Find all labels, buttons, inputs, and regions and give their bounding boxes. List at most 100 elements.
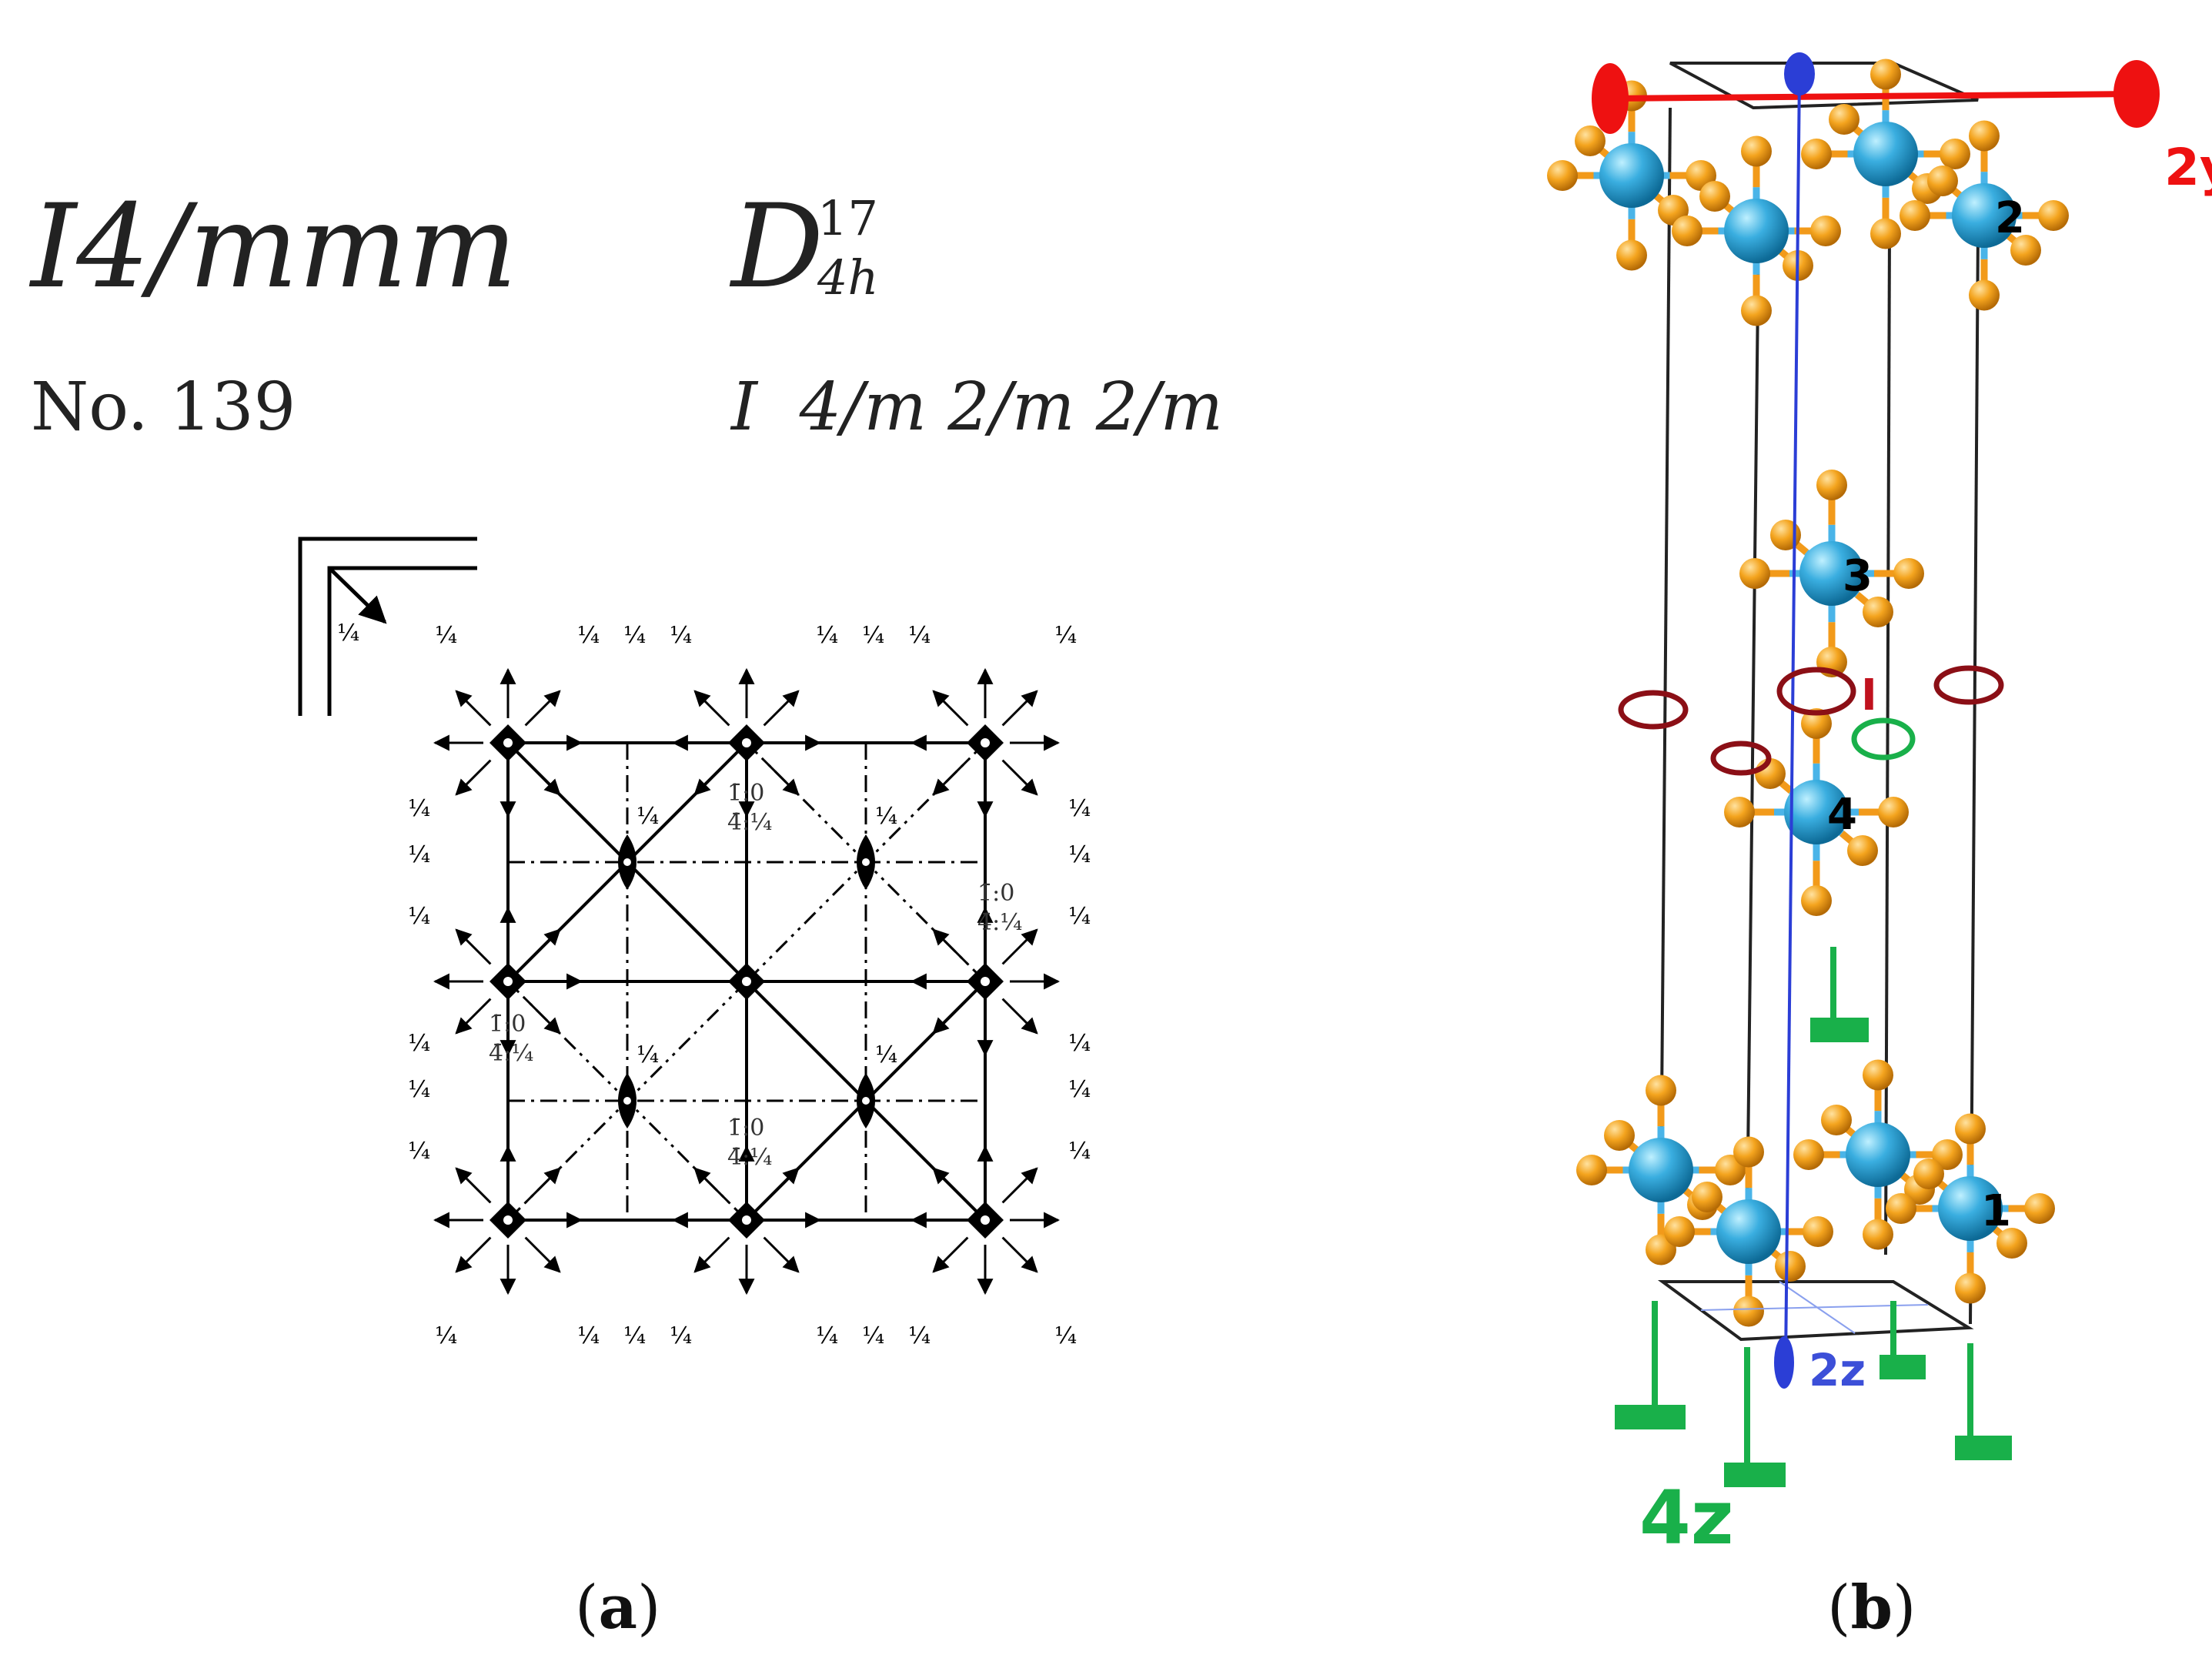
quarter-height-label: ¼ [862, 1322, 884, 1349]
twofold-axis-arrow [1001, 928, 1038, 965]
twofold-symbol-right [2113, 60, 2160, 128]
label-2z: 2z [1809, 1344, 1866, 1396]
quarter-height-label: ¼ [1054, 1322, 1077, 1349]
quarter-height-label: ¼ [408, 841, 430, 868]
ligand-atom [1741, 135, 1772, 167]
space-group-number: No. 139 [31, 369, 296, 446]
unit-cell-edge [1659, 107, 1672, 1194]
quarter-height-label: ¼ [1054, 622, 1077, 649]
twofold-axis-arrow [1001, 1167, 1038, 1204]
ligand-atom [1932, 1139, 1963, 1170]
quarter-height-label: ¼ [670, 622, 692, 649]
quarter-height-label: ¼ [408, 903, 430, 930]
ligand-atom [1692, 1182, 1722, 1212]
corner-quarter-label: ¼ [337, 620, 359, 647]
ligand-atom [1900, 200, 1930, 231]
ligand-atom [1886, 1193, 1916, 1224]
ligand-atom [1616, 239, 1647, 271]
fourfold-axis-symbol [1724, 1463, 1786, 1487]
inversion-label-top: 1̄:0 [489, 1011, 526, 1038]
ligand-atom [1927, 165, 1958, 196]
inversion-label-bottom: 4̄:¼ [489, 1040, 533, 1067]
caption-b-letter: b [1850, 1573, 1893, 1643]
ligand-atom [1878, 797, 1909, 827]
twofold-symbol-bottom [1774, 1336, 1794, 1389]
inversion-label-bottom: 4̄:¼ [727, 1144, 772, 1171]
ligand-atom [1775, 1251, 1806, 1282]
ligand-atom [1913, 1158, 1944, 1189]
quarter-height-label: ¼ [1068, 841, 1091, 868]
quarter-height-label: ¼ [623, 1322, 646, 1349]
quarter-height-label: ¼ [1068, 1138, 1091, 1165]
twofold-axis-arrow [524, 1236, 561, 1273]
ligand-atom [1733, 1136, 1764, 1168]
metal-atom [1799, 541, 1864, 606]
quarter-height-label: ¼ [1068, 903, 1091, 930]
inversion-center [1933, 665, 2004, 705]
quarter-height-label: ¼ [1068, 1030, 1091, 1057]
atom-label-3: 3 [1843, 551, 1873, 601]
ligand-atom [1829, 104, 1859, 135]
ligand-atom [1801, 885, 1832, 916]
inversion-label-bottom: 4̄:¼ [727, 809, 772, 836]
twofold-axis-arrow [932, 690, 969, 727]
fourfold-axis-symbol [1810, 1018, 1869, 1042]
metal-atom [1724, 199, 1789, 263]
label-inversion: I [1861, 670, 1877, 720]
twofold-axis-arrow [455, 690, 492, 727]
twofold-axis-z [1774, 52, 1815, 1389]
ligand-atom [1847, 835, 1878, 866]
twofold-axis-arrow [932, 998, 969, 1035]
fourfold-axis-symbol [1615, 1405, 1686, 1429]
ligand-atom [2038, 200, 2069, 231]
twofold-axis-arrow [1001, 690, 1038, 727]
inversion-dot [981, 1215, 990, 1225]
full-hermann-mauguin-symbol: I 4/m 2/m 2/m [730, 369, 1223, 446]
caption-a-open: ( [575, 1573, 598, 1643]
label-4z: 4z [1639, 1475, 1734, 1561]
twofold-axis-arrow [524, 690, 561, 727]
fourfold-axes-z [1615, 947, 2012, 1487]
twofold-axis-arrow [455, 1236, 492, 1273]
space-group-symbol: I4/mmm [28, 180, 517, 314]
ligand-atom [1770, 520, 1801, 550]
twofold-axis-arrow [693, 1167, 730, 1204]
ligand-atom [1893, 558, 1924, 589]
ligand-atom [1801, 708, 1832, 739]
inversion-label-bottom: 4̄:¼ [977, 909, 1022, 936]
ligand-atom [1576, 1155, 1607, 1185]
metal-atom [1853, 122, 1918, 186]
inversion-dot [862, 1097, 870, 1105]
twofold-axis-arrow [932, 759, 969, 796]
atom-label-2: 2 [1995, 193, 2025, 243]
metal-atom [1784, 780, 1849, 844]
inversion-center [1618, 690, 1689, 730]
quarter-height-label: ¼ [1068, 1076, 1091, 1103]
metal-atom [1846, 1122, 1910, 1187]
unit-cell-bottom [1657, 1280, 1974, 1342]
inversion-dot [981, 977, 990, 986]
twofold-axis-arrow [932, 1236, 969, 1273]
fourfold-axis-symbol [1955, 1436, 2012, 1460]
ligand-atom [1733, 1296, 1764, 1327]
ligand-atom [1969, 120, 2000, 152]
quarter-height-label: ¼ [908, 1322, 931, 1349]
quarter-height-label: ¼ [577, 622, 600, 649]
inversion-center-alt [1851, 717, 1916, 761]
inversion-dot [981, 738, 990, 747]
quarter-height-label: ¼ [408, 795, 430, 822]
ligand-atom [1604, 1120, 1635, 1151]
twofold-axis-arrow [763, 759, 800, 796]
ligand-atom [1547, 160, 1578, 191]
quarter-height-label: ¼ [577, 1322, 600, 1349]
twofold-axis-arrow [524, 759, 561, 796]
inversion-dot [742, 977, 751, 986]
inversion-dot [862, 858, 870, 866]
inversion-center-central [1776, 667, 1856, 716]
caption-a-close: ) [637, 1573, 660, 1643]
metal-atom [1938, 1176, 2003, 1241]
ligand-atom [1955, 1272, 1986, 1304]
